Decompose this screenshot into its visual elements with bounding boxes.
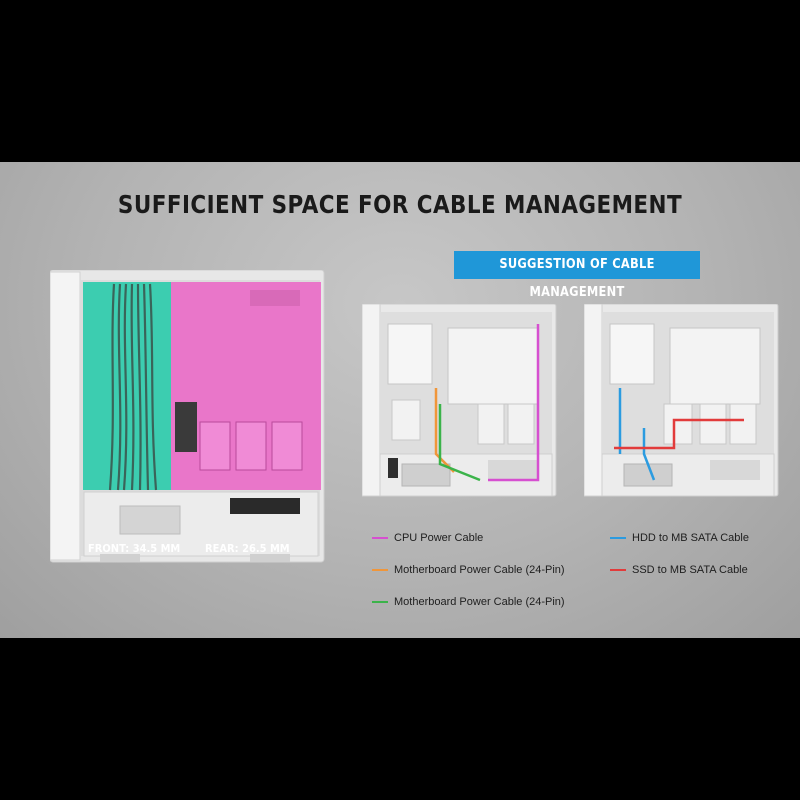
legend-label-cpu: CPU Power Cable xyxy=(394,532,484,544)
legend-swatch-mb-green xyxy=(372,601,388,603)
case-a-illustration xyxy=(361,303,557,497)
legend-swatch-cpu xyxy=(372,537,388,539)
case-illustration xyxy=(49,269,325,563)
cable-suggestion-badge: SUGGESTION OF CABLE MANAGEMENT xyxy=(454,251,700,300)
cable-bundle xyxy=(108,283,158,491)
cable-routing-case-a xyxy=(361,303,562,505)
headline: SUFFICIENT SPACE FOR CABLE MANAGEMENT xyxy=(117,190,683,219)
top-cutout xyxy=(250,290,300,306)
front-zone-label: FRONT: 34.5 MM xyxy=(88,542,181,555)
letterbox-bottom xyxy=(0,638,800,800)
legend-swatch-mb-orange xyxy=(372,569,388,571)
letterbox-top xyxy=(0,0,800,162)
fan-hub xyxy=(175,402,197,452)
legend-label-hdd: HDD to MB SATA Cable xyxy=(632,532,749,544)
case-b-illustration xyxy=(583,303,779,497)
legend-swatch-hdd xyxy=(610,537,626,539)
drive-trays xyxy=(199,421,303,471)
legend-label-mb-orange: Motherboard Power Cable (24-Pin) xyxy=(394,564,565,576)
rear-zone-label: REAR: 26.5 MM xyxy=(205,542,290,555)
cable-routing-case-b xyxy=(583,303,784,505)
front-bezel xyxy=(49,271,81,561)
content-panel: SUFFICIENT SPACE FOR CABLE MANAGEMENT SU… xyxy=(0,162,800,638)
case-back-view: FRONT: 34.5 MM REAR: 26.5 MM xyxy=(49,269,330,575)
legend-label-mb-green: Motherboard Power Cable (24-Pin) xyxy=(394,596,565,608)
legend-ssd-sata: SSD to MB SATA Cable xyxy=(610,562,748,578)
psu xyxy=(119,505,181,535)
badge-label: SUGGESTION OF CABLE MANAGEMENT xyxy=(499,257,655,300)
front-zone xyxy=(83,282,171,490)
shroud-vent xyxy=(230,498,300,514)
legend-swatch-ssd xyxy=(610,569,626,571)
foot-right xyxy=(250,554,290,562)
legend-hdd-sata: HDD to MB SATA Cable xyxy=(610,530,749,546)
legend-label-ssd: SSD to MB SATA Cable xyxy=(632,564,748,576)
foot-left xyxy=(100,554,140,562)
legend-mb-power-green: Motherboard Power Cable (24-Pin) xyxy=(372,594,565,610)
legend-mb-power-orange: Motherboard Power Cable (24-Pin) xyxy=(372,562,565,578)
legend-cpu-power: CPU Power Cable xyxy=(372,530,483,546)
